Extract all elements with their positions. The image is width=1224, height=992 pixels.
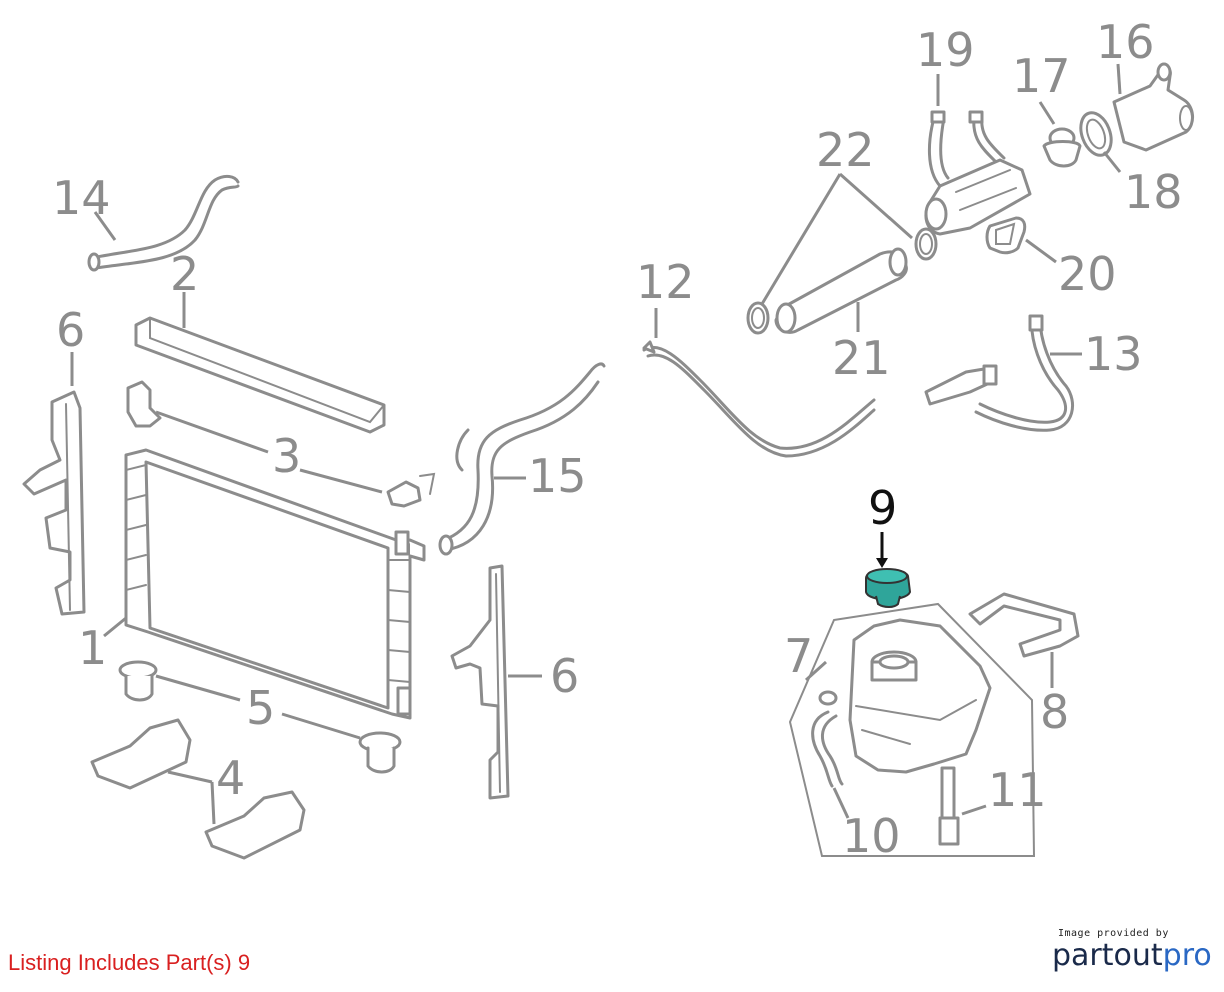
part-5-lower-mounts (118, 660, 402, 774)
callout-21: 21 (832, 331, 891, 385)
callout-1: 1 (78, 621, 107, 675)
part-8-reservoir-bracket (968, 592, 1080, 658)
leader-22a (760, 173, 842, 305)
part-3-upper-mounts (126, 380, 436, 508)
listing-includes-note: Listing Includes Part(s) 9 (8, 950, 251, 975)
part-16-water-outlet (1112, 62, 1194, 152)
part-12-bypass-tube (642, 340, 876, 458)
leader-14 (93, 211, 117, 241)
part-13-heater-hose (924, 314, 1075, 432)
brand-wordmark-part2: pro (1162, 938, 1212, 973)
part-4-lower-brackets (90, 718, 306, 860)
leader-5a (155, 674, 241, 702)
leader-7 (804, 660, 828, 682)
callout-22: 22 (816, 123, 875, 177)
leader-4b (210, 781, 216, 825)
brand-wordmark-part1: partout (1052, 938, 1163, 973)
callout-10: 10 (842, 809, 901, 863)
part-19-thermostat-housing (924, 110, 1032, 236)
brand-wordmark: partoutpro (1052, 939, 1212, 973)
part-17-thermostat (1042, 127, 1082, 168)
callout-20: 20 (1058, 247, 1117, 301)
callout-7: 7 (784, 629, 813, 683)
callout-19: 19 (916, 23, 975, 77)
part-10-reservoir-hose (811, 690, 844, 788)
part-21-outlet-pipe (774, 247, 908, 334)
callout-6-left: 6 (56, 303, 85, 357)
callout-15: 15 (528, 449, 587, 503)
leader-16 (1116, 63, 1122, 95)
callout-6-right: 6 (550, 649, 579, 703)
leader-17 (1038, 101, 1056, 125)
brand-caption: Image provided by (1058, 928, 1169, 939)
part-9-reservoir-cap[interactable] (865, 568, 912, 608)
leader-22b (839, 172, 913, 240)
part-11-level-sensor (938, 766, 960, 846)
part-14-upper-hose (87, 174, 240, 272)
part-2-air-baffle (134, 316, 386, 434)
callout-11: 11 (988, 763, 1047, 817)
partoutpro-logo: Image provided by partoutpro (1052, 928, 1212, 973)
part-20-gasket (985, 216, 1027, 255)
part-15-lower-hose (438, 362, 606, 556)
leader-20 (1025, 238, 1057, 264)
callout-17: 17 (1012, 49, 1071, 103)
part-18-seal (1079, 111, 1113, 157)
leader-5b (281, 712, 361, 740)
reservoir-tank (848, 618, 992, 774)
leader-4a (167, 770, 213, 784)
leader-9-arrowhead (876, 558, 888, 568)
leader-1 (103, 616, 127, 638)
part-6-left-deflector (22, 390, 86, 616)
callout-3: 3 (272, 429, 301, 483)
callout-2: 2 (170, 247, 199, 301)
callout-4: 4 (216, 751, 245, 805)
leader-3a (155, 410, 269, 454)
callout-14: 14 (52, 171, 111, 225)
callout-16: 16 (1096, 15, 1155, 69)
leader-3b (299, 468, 383, 494)
leader-18 (1102, 151, 1122, 173)
part-6-right-deflector (450, 564, 510, 800)
part-7-reservoir-assembly (788, 602, 1036, 857)
callout-5: 5 (246, 681, 275, 735)
callout-18: 18 (1124, 165, 1183, 219)
callout-8: 8 (1040, 685, 1069, 739)
leader-10 (832, 787, 850, 819)
leader-11 (961, 804, 987, 816)
part-1-radiator (124, 448, 426, 720)
callout-13: 13 (1084, 327, 1143, 381)
callout-9: 9 (868, 481, 897, 535)
callout-12: 12 (636, 255, 695, 309)
part-22-o-rings (746, 227, 938, 335)
